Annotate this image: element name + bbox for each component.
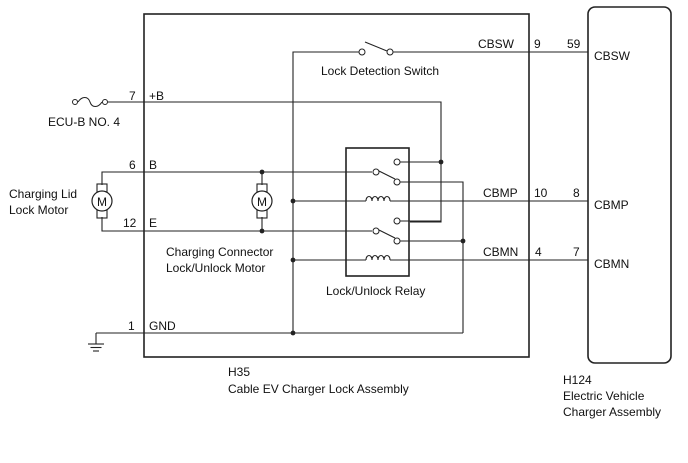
charging-lid-motor-label: Charging Lid — [9, 187, 77, 201]
charging-connector-motor-symbol: M — [257, 195, 267, 209]
pin-name: E — [149, 216, 157, 230]
signal-name: CBMN — [483, 245, 518, 259]
pin-number: 59 — [567, 37, 581, 51]
charging-lid-motor-icon: M — [91, 183, 113, 219]
relay-upper-coil-icon — [365, 195, 391, 202]
pin-number: 12 — [123, 216, 137, 230]
fuse-icon — [72, 96, 108, 108]
h35-name: Cable EV Charger Lock Assembly — [228, 382, 409, 396]
junction-dot — [290, 330, 296, 336]
junction-dot — [290, 198, 296, 204]
pin-number: 6 — [129, 158, 136, 172]
relay-lower-contact-icon — [372, 217, 401, 245]
fuse-label: ECU-B NO. 4 — [48, 115, 120, 129]
lid-motor-wire-e — [101, 217, 263, 232]
charging-connector-motor-icon: M — [251, 183, 273, 219]
junction-dot — [259, 228, 265, 234]
relay-upper-contact-icon — [372, 158, 401, 186]
relay-label: Lock/Unlock Relay — [326, 284, 425, 298]
lock-detection-switch-icon — [358, 41, 394, 56]
charging-lid-motor-symbol: M — [97, 195, 107, 209]
pin-number: 7 — [129, 89, 136, 103]
h35-code: H35 — [228, 365, 250, 379]
h35-connector-box — [143, 13, 530, 358]
h124-name: Charger Assembly — [563, 405, 661, 419]
junction-dot — [438, 159, 444, 165]
signal-name: CBMP — [483, 186, 518, 200]
charging-connector-motor-label: Lock/Unlock Motor — [166, 261, 265, 275]
h124-name: Electric Vehicle — [563, 389, 645, 403]
ground-icon — [88, 333, 104, 352]
lid-motor-wire-b — [101, 171, 263, 185]
h124-connector-box — [587, 6, 672, 364]
pin-name: CBMN — [594, 257, 629, 271]
upper-no-wire — [400, 181, 464, 333]
pin-number: 8 — [573, 186, 580, 200]
pin-number: 9 — [534, 37, 541, 51]
pin-number: 7 — [573, 245, 580, 259]
pin-name: GND — [149, 319, 176, 333]
plus-b-wire — [108, 101, 442, 223]
pin-name: CBMP — [594, 198, 629, 212]
junction-dot — [460, 238, 466, 244]
pin-number: 4 — [535, 245, 542, 259]
pin-number: 10 — [534, 186, 548, 200]
pin-number: 1 — [128, 319, 135, 333]
pin-name: CBSW — [594, 49, 631, 63]
pin-name: B — [149, 158, 157, 172]
pin-name: +B — [149, 89, 164, 103]
relay-lower-coil-icon — [365, 254, 391, 261]
relay-box — [345, 147, 410, 277]
charging-lid-motor-label: Lock Motor — [9, 203, 68, 217]
junction-dot — [259, 169, 265, 175]
junction-dot — [290, 257, 296, 263]
charging-connector-motor-label: Charging Connector — [166, 245, 273, 259]
lock-detection-switch-label: Lock Detection Switch — [321, 64, 439, 78]
switch-ground-wire — [292, 51, 359, 333]
signal-name: CBSW — [478, 37, 515, 51]
h124-code: H124 — [563, 373, 592, 387]
